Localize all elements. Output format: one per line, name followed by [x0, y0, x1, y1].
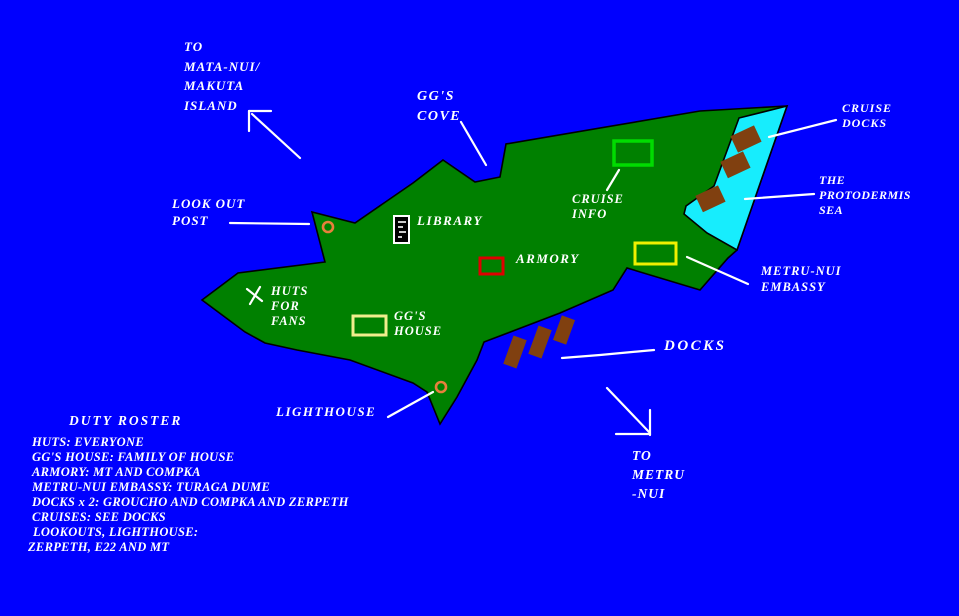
label-line: GG'S	[417, 89, 455, 104]
label-huts-for-fans: HUTS FOR FANS	[271, 284, 308, 329]
duty-roster: DUTY ROSTER HUTS: EVERYONE GG'S HOUSE: F…	[28, 413, 349, 555]
label-line: LIGHTHOUSE	[276, 404, 377, 419]
docks-pointer	[560, 348, 656, 360]
label-line: FOR	[271, 299, 300, 313]
label-line: CRUISE	[842, 101, 893, 115]
arrow-to-metru-nui	[605, 386, 652, 437]
duty-roster-entry: CRUISES: SEE DOCKS	[32, 510, 166, 524]
pointer-lines	[228, 109, 838, 437]
label-ggs-house: GG'S HOUSE	[394, 309, 442, 339]
label-cruise-info: CRUISE INFO	[572, 192, 624, 222]
dock-pier	[552, 315, 576, 345]
ggs-cove-pointer	[459, 120, 488, 167]
embassy-pointer	[685, 255, 750, 286]
duty-roster-entry: METRU-NUI EMBASSY: TURAGA DUME	[32, 480, 271, 494]
arrow-to-mata-nui	[247, 109, 302, 160]
label-line: MATA-NUI/	[184, 58, 261, 74]
label-line: MAKUTA	[184, 78, 245, 93]
label-protodermis-sea: THE PROTODERMIS SEA	[819, 173, 911, 218]
duty-roster-entry: ZERPETH, E22 AND MT	[28, 540, 170, 554]
label-line: CRUISE	[572, 192, 624, 206]
label-docks: DOCKS	[664, 338, 727, 354]
label-line: METRU-NUI	[761, 264, 842, 278]
cruise-dock-pier	[695, 185, 726, 213]
island-shape	[200, 105, 789, 426]
metru-nui-embassy-building	[633, 241, 678, 266]
label-line: THE	[819, 173, 846, 187]
label-line: PROTODERMIS	[819, 188, 911, 202]
label-line: GG'S	[394, 309, 427, 323]
label-to-metru-nui: TO METRU -NUI	[632, 446, 685, 503]
label-line: SEA	[819, 203, 844, 217]
label-line: LOOK OUT	[172, 196, 246, 211]
lighthouse-pointer	[386, 390, 435, 419]
label-line: POST	[172, 213, 209, 228]
huts-x-marker	[245, 285, 264, 306]
duty-roster-entry: ARMORY: MT AND COMPKA	[32, 465, 201, 479]
label-line: DOCKS	[664, 338, 727, 354]
label-line: HUTS	[271, 284, 309, 298]
label-armory: ARMORY	[516, 251, 580, 267]
label-line: INFO	[572, 207, 608, 221]
label-line: -NUI	[632, 486, 666, 501]
protodermis-sea-shape	[683, 104, 789, 252]
label-cruise-docks: CRUISE DOCKS	[842, 101, 892, 131]
armory-building	[478, 256, 505, 276]
label-line: ISLAND	[184, 97, 238, 113]
label-metru-nui-embassy: METRU-NUI EMBASSY	[761, 263, 842, 295]
label-line: TO	[184, 39, 204, 54]
lookout-post-pointer	[228, 221, 311, 226]
library-icon	[393, 215, 410, 244]
duty-roster-entry: DOCKS x 2: GROUCHO AND COMPKA AND ZERPET…	[32, 495, 349, 509]
cruise-docks-pointer	[767, 118, 838, 139]
label-ggs-cove: GG'S COVE	[417, 87, 461, 127]
duty-roster-entry: LOOKOUTS, LIGHTHOUSE:	[33, 525, 199, 539]
cruise-dock-pier	[720, 151, 751, 179]
ggs-house-building	[351, 314, 388, 337]
label-line: LIBRARY	[417, 213, 483, 228]
label-line: EMBASSY	[761, 280, 826, 294]
duty-roster-entry: GG'S HOUSE: FAMILY OF HOUSE	[32, 450, 235, 464]
label-library: LIBRARY	[417, 213, 483, 229]
dock-pier	[528, 325, 552, 359]
duty-roster-title: DUTY ROSTER	[69, 413, 183, 428]
label-line: METRU	[632, 467, 686, 482]
cruise-dock-pier	[730, 125, 762, 153]
cruise-info-pointer	[605, 168, 621, 192]
label-line: FANS	[271, 314, 307, 328]
label-to-mata-nui: TO MATA-NUI/ MAKUTA ISLAND	[184, 37, 260, 115]
lighthouse-marker	[434, 380, 448, 394]
label-line: HOUSE	[394, 324, 443, 338]
duty-roster-entry: HUTS: EVERYONE	[32, 435, 144, 449]
lookout-post-marker	[321, 220, 335, 234]
label-lighthouse: LIGHTHOUSE	[276, 404, 376, 420]
label-line: TO	[632, 448, 652, 463]
protodermis-pointer	[743, 192, 816, 201]
label-line: DOCKS	[842, 116, 888, 130]
dock-pier	[503, 335, 527, 369]
cruise-info-building	[612, 139, 654, 167]
label-line: COVE	[417, 109, 462, 124]
label-lookout-post: LOOK OUT POST	[172, 195, 245, 229]
label-line: ARMORY	[516, 251, 580, 266]
